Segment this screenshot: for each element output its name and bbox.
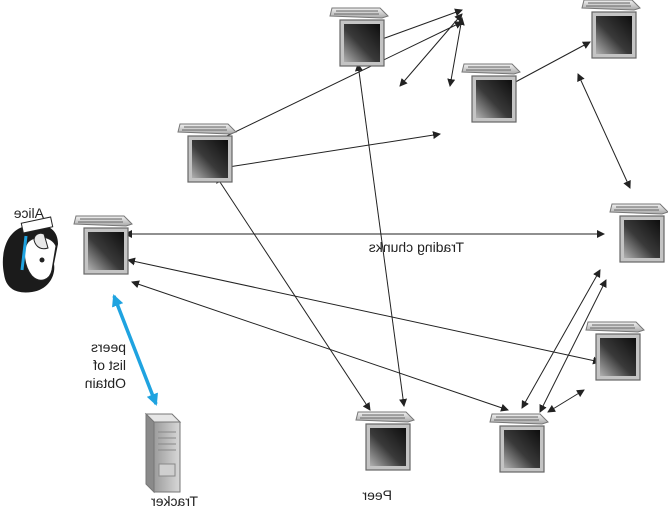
computer-monitor-icon	[355, 411, 415, 471]
peer-links	[124, 8, 631, 413]
person-icon	[2, 216, 58, 293]
computer-monitor-icon	[329, 7, 389, 67]
obtain-label-line1: Obtain	[85, 375, 126, 391]
link	[447, 17, 465, 87]
computer-monitor-icon	[609, 203, 668, 263]
computer-monitor-icon	[73, 215, 133, 275]
peer-far-left	[609, 203, 668, 263]
tracker-label: Tracker	[151, 493, 198, 509]
link	[507, 41, 591, 87]
tracker-server	[144, 412, 182, 494]
computer-monitor-icon	[461, 63, 521, 123]
link	[221, 131, 441, 171]
peer-upper-right	[177, 123, 237, 183]
peer-top-left	[581, 0, 641, 59]
peer-inner-left	[461, 63, 521, 123]
peer-top-center	[329, 7, 389, 67]
peer-label: Peer	[362, 487, 392, 503]
computer-monitor-icon	[581, 0, 641, 59]
alice-computer	[73, 215, 133, 275]
trading-chunks-label: Trading chunks	[369, 239, 464, 255]
link	[577, 73, 631, 189]
peer-bottom-left	[489, 413, 549, 473]
link	[127, 257, 601, 365]
peer-lower-left	[585, 321, 645, 381]
link	[399, 13, 463, 87]
obtain-label-line2: list of	[93, 357, 126, 373]
link	[547, 389, 585, 413]
link	[215, 175, 371, 411]
obtain-label-line3: peers	[91, 339, 126, 355]
computer-monitor-icon	[585, 321, 645, 381]
tracker-link	[112, 294, 158, 406]
link	[521, 269, 601, 409]
link	[354, 63, 408, 407]
computer-monitor-icon	[177, 123, 237, 183]
computer-monitor-icon	[489, 413, 549, 473]
alice-label: Alice	[13, 205, 44, 221]
link	[201, 21, 463, 149]
peer-bottom-center	[355, 411, 415, 471]
alice-person	[2, 216, 58, 293]
server-tower-icon	[144, 412, 182, 494]
